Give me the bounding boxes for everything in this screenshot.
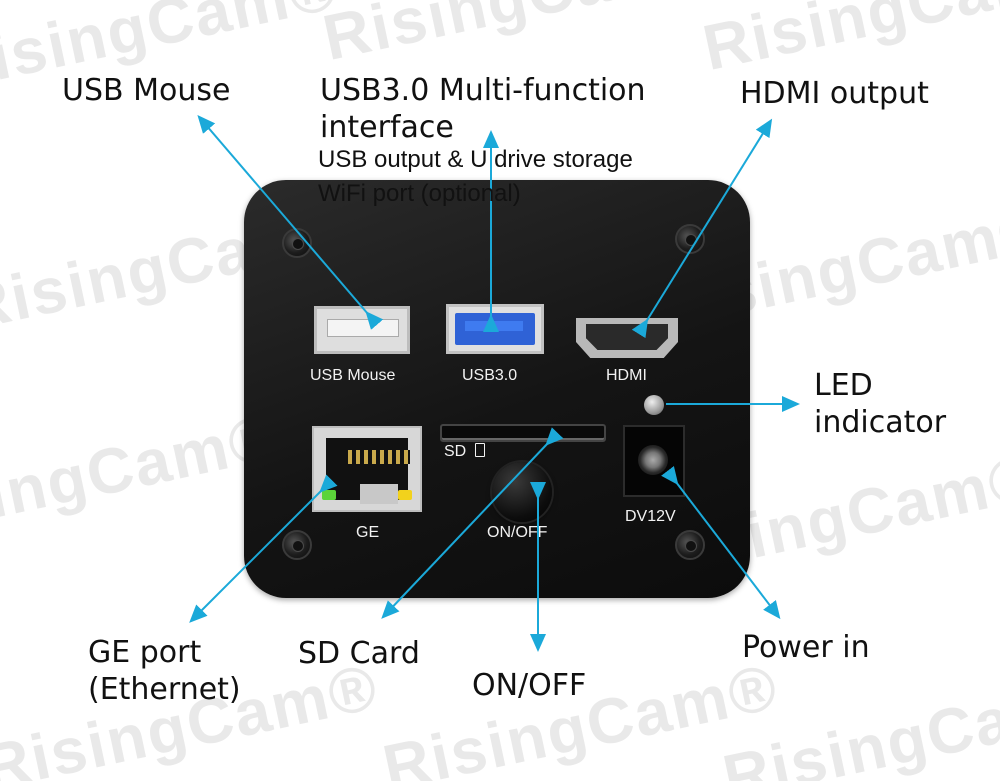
callout-usb3-title-line2: interface [320, 110, 454, 145]
arrow-usb-mouse [197, 114, 384, 330]
arrow-power-in [661, 466, 781, 620]
callout-sd-card: SD Card [298, 636, 420, 671]
usb-mouse-panel-label: USB Mouse [310, 367, 396, 384]
callout-usb-mouse: USB Mouse [62, 73, 231, 108]
callout-power-in: Power in [742, 630, 870, 665]
hdmi-panel-label: HDMI [606, 367, 647, 384]
ge-panel-label: GE [356, 524, 380, 541]
led-indicator [644, 395, 664, 415]
callout-usb3-sub-line2: WiFi port (optional) [318, 180, 521, 207]
callout-usb3-title-line1: USB3.0 Multi-function [320, 73, 646, 108]
callout-on-off: ON/OFF [472, 668, 587, 703]
callout-usb3-sub-line1: USB output & U drive storage [318, 146, 633, 173]
arrow-sd [381, 427, 564, 619]
callout-led-line2: indicator [814, 405, 947, 440]
callout-hdmi-output: HDMI output [740, 76, 929, 111]
callout-ge-line2: (Ethernet) [88, 672, 241, 707]
callout-ge-line1: GE port [88, 635, 202, 670]
arrow-ge [189, 474, 338, 623]
usb3-panel-label: USB3.0 [462, 367, 518, 384]
callout-led-line1: LED [814, 368, 873, 403]
arrow-hdmi [631, 118, 773, 339]
